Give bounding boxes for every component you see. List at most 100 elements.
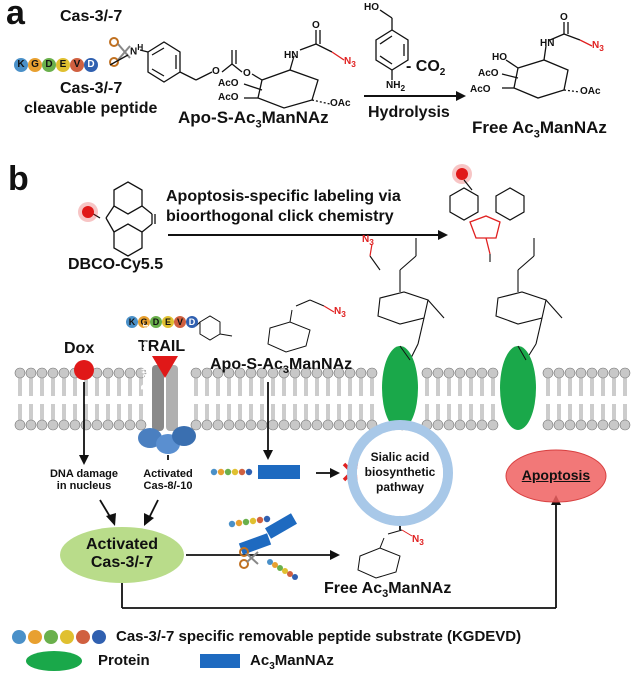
atom-o2: O xyxy=(243,68,251,79)
legend-bead-5 xyxy=(76,630,90,644)
compound-label: Apo-S-Ac3ManNAz xyxy=(178,108,329,131)
lipid-head-bottom xyxy=(223,419,235,431)
lipid-head-top xyxy=(190,367,202,379)
lipid-head-bottom xyxy=(47,419,59,431)
lipid-head-bottom xyxy=(113,419,125,431)
lipid-head-top xyxy=(443,367,455,379)
azide-b-free: N3 xyxy=(412,534,424,547)
cas-label-mid: Cas-3/-7 xyxy=(60,80,123,97)
death-receptor-label: Death Receptor xyxy=(140,323,150,390)
bead-d1: D xyxy=(42,58,56,72)
lipid-head-top xyxy=(322,367,334,379)
lipid-head-top xyxy=(267,367,279,379)
lipid-head-top xyxy=(366,367,378,379)
lipid-head-top xyxy=(234,367,246,379)
azide-b-apo: N3 xyxy=(334,306,346,319)
lipid-head-top xyxy=(289,367,301,379)
azide-label-product: N3 xyxy=(592,40,604,53)
apoptosis-ellipse xyxy=(506,450,606,502)
legend-peptide-beads xyxy=(12,630,112,646)
atom-aco-a1: AcO xyxy=(218,78,239,89)
mini-bead-released xyxy=(287,571,293,577)
trail-ligand xyxy=(152,356,178,378)
lipid-head-bottom xyxy=(487,419,499,431)
lipid-head-bottom xyxy=(575,419,587,431)
bead-b-e: E xyxy=(162,316,174,328)
bead-d2: D xyxy=(84,58,98,72)
lipid-head-bottom xyxy=(454,419,466,431)
lipid-head-top xyxy=(223,367,235,379)
lipid-head-bottom xyxy=(619,419,631,431)
lipid-head-top xyxy=(344,367,356,379)
lipid-head-top xyxy=(14,367,26,379)
legend-bead-6 xyxy=(92,630,106,644)
mini-bead-released xyxy=(267,559,273,565)
cy55-dye-glow xyxy=(78,202,98,222)
mini-bead-cut xyxy=(235,519,243,527)
lipid-head-top xyxy=(311,367,323,379)
lipid-head-bottom xyxy=(432,419,444,431)
hydrolysis-label: Hydrolysis xyxy=(368,104,450,121)
lipid-head-top xyxy=(25,367,37,379)
sugar-block-blocked xyxy=(258,465,300,479)
azide-label-a: N3 xyxy=(344,56,356,69)
lipid-head-top xyxy=(421,367,433,379)
mini-bead-cut xyxy=(228,520,236,528)
lipid-head-bottom xyxy=(267,419,279,431)
mini-bead-released xyxy=(292,574,298,580)
mini-bead xyxy=(238,468,246,476)
bead-b-d2: D xyxy=(186,316,198,328)
bead-g: G xyxy=(28,58,42,72)
death-receptor xyxy=(138,365,196,454)
lipid-bilayer xyxy=(14,367,631,431)
lipid-head-top xyxy=(256,367,268,379)
lipid-head-bottom xyxy=(80,419,92,431)
bead-b-d1: D xyxy=(150,316,162,328)
bead-v: V xyxy=(70,58,84,72)
atom-aco-p1: AcO xyxy=(478,68,499,79)
lipid-head-top xyxy=(135,367,147,379)
lipid-head-bottom xyxy=(234,419,246,431)
mini-bead-released xyxy=(282,568,288,574)
bead-b-v: V xyxy=(174,316,186,328)
lipid-head-top xyxy=(608,367,620,379)
sugar-block-cut-1 xyxy=(265,513,297,539)
lipid-head-bottom xyxy=(564,419,576,431)
lipid-head-bottom xyxy=(344,419,356,431)
lipid-head-bottom xyxy=(201,419,213,431)
atom-ho-product: HO xyxy=(492,52,507,63)
lipid-head-bottom xyxy=(597,419,609,431)
lipid-head-top xyxy=(476,367,488,379)
dox-molecule xyxy=(74,360,94,380)
lipid-head-bottom xyxy=(355,419,367,431)
lipid-head-bottom xyxy=(333,419,345,431)
lipid-head-top xyxy=(58,367,70,379)
atom-o3: O xyxy=(312,20,320,31)
lipid-head-top xyxy=(586,367,598,379)
panel-b-letter: b xyxy=(8,160,29,198)
legend-bead-3 xyxy=(44,630,58,644)
protein-left xyxy=(382,346,418,430)
peptide-bead-chain-b: K G D E V D xyxy=(126,316,210,330)
lipid-head-bottom xyxy=(586,419,598,431)
scissors-icon-b xyxy=(239,547,259,569)
click-text-2: bioorthogonal click chemistry xyxy=(166,208,394,225)
lipid-head-top xyxy=(278,367,290,379)
lipid-head-bottom xyxy=(443,419,455,431)
lipid-head-top xyxy=(47,367,59,379)
lipid-head-top xyxy=(454,367,466,379)
mini-bead-released xyxy=(277,565,283,571)
sialic-cycle-ring xyxy=(347,420,453,526)
activated-cas37-ellipse xyxy=(60,527,184,583)
lipid-head-top xyxy=(113,367,125,379)
lipid-head-bottom xyxy=(69,419,81,431)
legend-sugar xyxy=(200,654,240,668)
lipid-head-bottom xyxy=(212,419,224,431)
lipid-head-bottom xyxy=(124,419,136,431)
mini-bead xyxy=(231,468,239,476)
cy55-dye-product xyxy=(456,168,468,180)
product-label: Free Ac3ManNAz xyxy=(472,118,607,141)
lipid-head-bottom xyxy=(256,419,268,431)
